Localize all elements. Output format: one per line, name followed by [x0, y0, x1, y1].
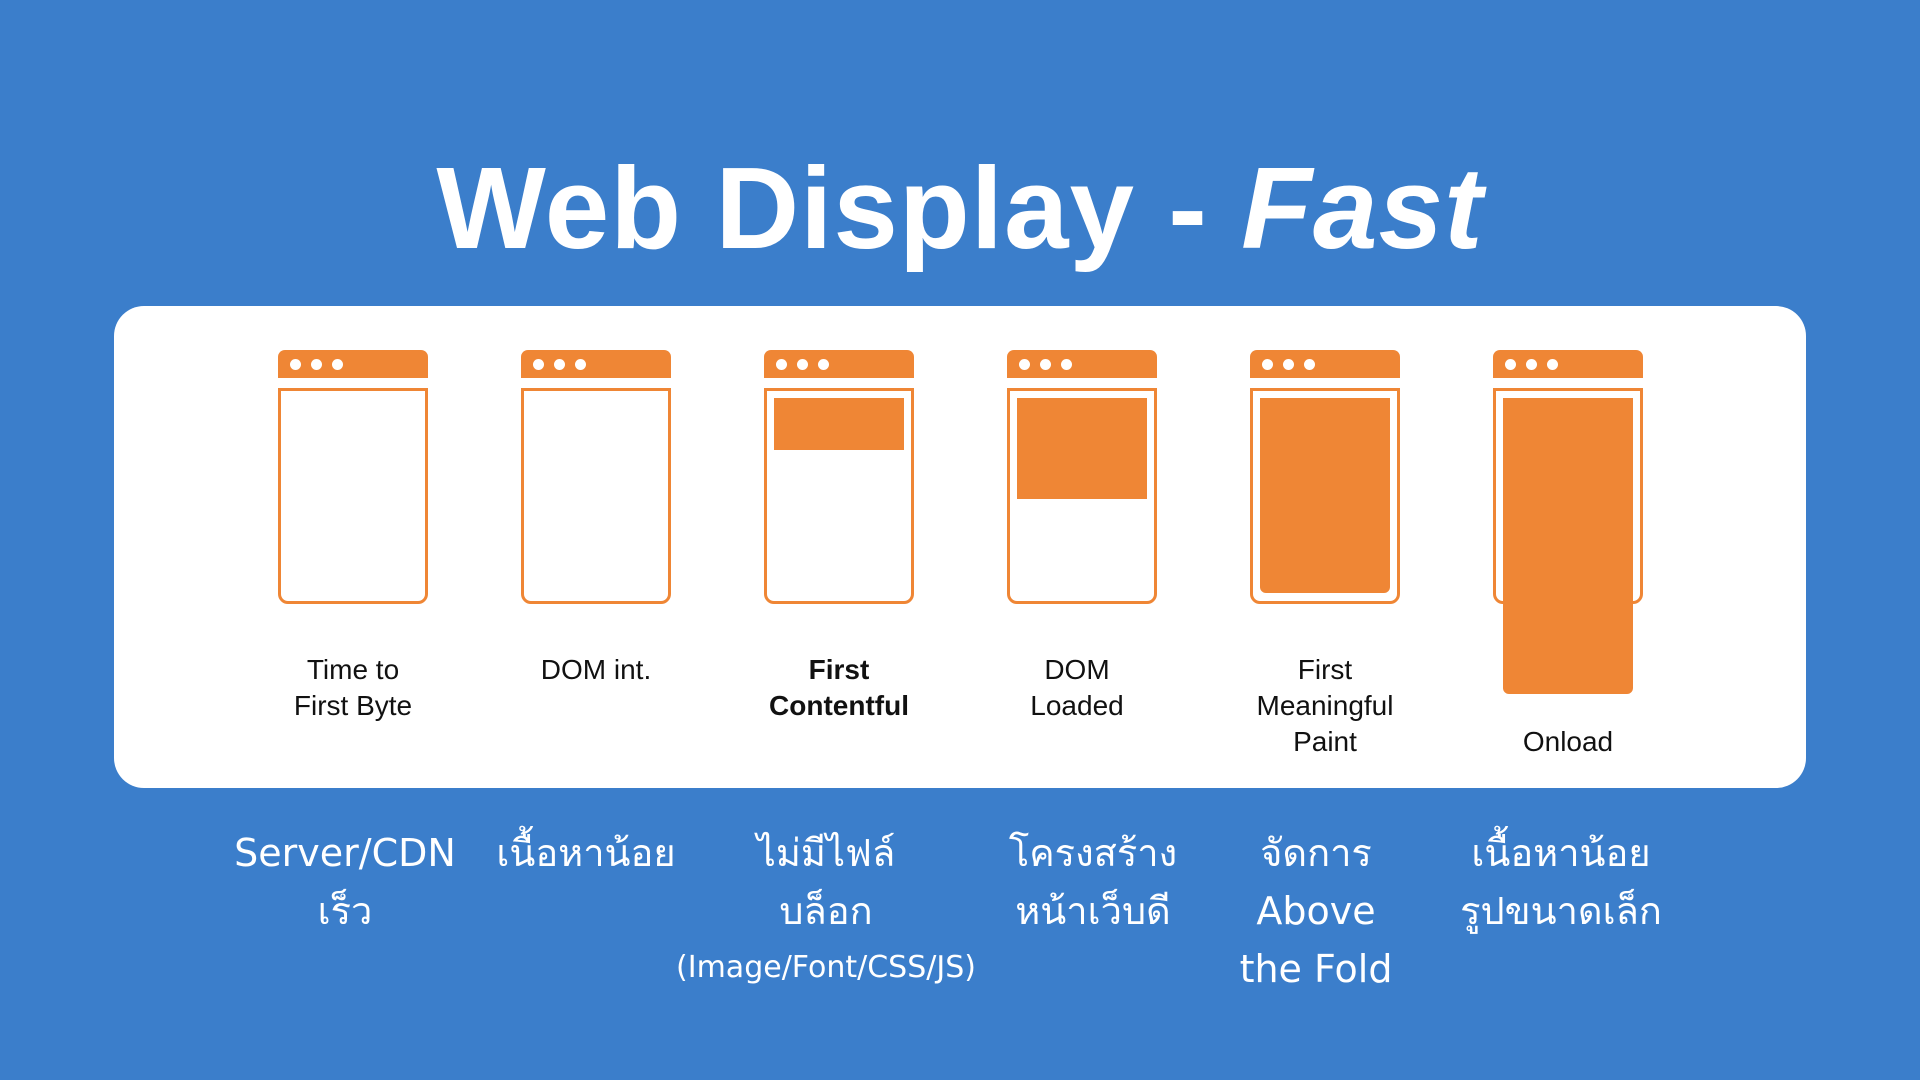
note-good-structure: โครงสร้าง หน้าเว็บดี	[973, 824, 1213, 940]
window-dot-icon	[1304, 359, 1315, 370]
stage-onload: Onload	[1493, 306, 1643, 788]
stage-label-line: Onload	[1522, 726, 1614, 757]
window-dot-icon	[290, 359, 301, 370]
content-fill	[1017, 398, 1147, 499]
stage-label-line: DOM	[1044, 654, 1110, 685]
stage-dom-loaded: DOM Loaded	[1007, 306, 1157, 788]
note-less-content: เนื้อหาน้อย	[466, 824, 706, 882]
window-dot-icon	[797, 359, 808, 370]
note-line: ไม่มีไฟล์	[756, 831, 896, 875]
browser-window-icon	[521, 388, 671, 604]
note-line: โครงสร้าง	[1008, 831, 1178, 875]
window-dot-icon	[818, 359, 829, 370]
stage-label: Onload	[1448, 724, 1688, 760]
stage-label: DOM Loaded	[957, 652, 1197, 724]
stage-label: First Meaningful Paint	[1205, 652, 1445, 760]
window-dot-icon	[1040, 359, 1051, 370]
note-line: เนื้อหาน้อย	[496, 831, 676, 875]
note-line: หน้าเว็บดี	[1015, 889, 1171, 933]
browser-titlebar	[278, 350, 428, 378]
stage-label-line: First	[1297, 654, 1353, 685]
note-line: the Fold	[1239, 947, 1393, 991]
window-dot-icon	[533, 359, 544, 370]
note-server-cdn: Server/CDN เร็ว	[225, 824, 465, 940]
stage-label-line: Loaded	[1030, 690, 1124, 721]
window-dot-icon	[776, 359, 787, 370]
note-line: Above	[1256, 889, 1376, 933]
stage-time-to-first-byte: Time to First Byte	[278, 306, 428, 788]
stage-first-contentful: First Contentful	[764, 306, 914, 788]
stage-label-line: Meaningful	[1256, 690, 1394, 721]
window-dot-icon	[1547, 359, 1558, 370]
stage-label: Time to First Byte	[233, 652, 473, 724]
page-title: Web Display - Fast	[0, 138, 1920, 278]
title-emphasis: Fast	[1241, 142, 1484, 273]
stage-dom-interactive: DOM int.	[521, 306, 671, 788]
window-dot-icon	[1526, 359, 1537, 370]
note-line: (Image/Font/CSS/JS)	[676, 950, 976, 985]
title-main: Web Display -	[436, 142, 1242, 273]
window-dot-icon	[554, 359, 565, 370]
note-no-blocking-files: ไม่มีไฟล์ บล็อก (Image/Font/CSS/JS)	[656, 824, 996, 996]
browser-titlebar	[1250, 350, 1400, 378]
content-fill	[774, 398, 904, 450]
browser-window-icon	[278, 388, 428, 604]
stage-label-line: Time to	[306, 654, 400, 685]
browser-titlebar	[764, 350, 914, 378]
browser-titlebar	[1007, 350, 1157, 378]
window-dot-icon	[332, 359, 343, 370]
window-dot-icon	[575, 359, 586, 370]
browser-titlebar	[1493, 350, 1643, 378]
timeline-panel: Time to First Byte DOM int. First Conten…	[114, 306, 1806, 788]
note-line: เนื้อหาน้อย	[1471, 831, 1651, 875]
stage-first-meaningful-paint: First Meaningful Paint	[1250, 306, 1400, 788]
window-dot-icon	[1019, 359, 1030, 370]
window-dot-icon	[1283, 359, 1294, 370]
stage-label-line: First Byte	[293, 690, 413, 721]
note-small-images: เนื้อหาน้อย รูปขนาดเล็ก	[1441, 824, 1681, 940]
window-dot-icon	[1262, 359, 1273, 370]
stage-label: DOM int.	[476, 652, 716, 688]
content-fill	[1503, 398, 1633, 694]
note-above-the-fold: จัดการ Above the Fold	[1196, 824, 1436, 998]
stage-label-line: Contentful	[769, 690, 909, 721]
window-dot-icon	[1061, 359, 1072, 370]
stage-label-line: Paint	[1293, 726, 1357, 757]
content-fill	[1260, 398, 1390, 593]
window-dot-icon	[311, 359, 322, 370]
note-line: เร็ว	[317, 889, 373, 933]
stage-label-line: First	[808, 654, 870, 685]
note-line: รูปขนาดเล็ก	[1460, 889, 1662, 933]
note-line: Server/CDN	[234, 831, 456, 875]
window-dot-icon	[1505, 359, 1516, 370]
note-line: จัดการ	[1260, 831, 1372, 875]
stage-label: First Contentful	[719, 652, 959, 724]
stage-label-line: DOM int.	[540, 654, 652, 685]
note-line: บล็อก	[779, 889, 873, 933]
browser-titlebar	[521, 350, 671, 378]
